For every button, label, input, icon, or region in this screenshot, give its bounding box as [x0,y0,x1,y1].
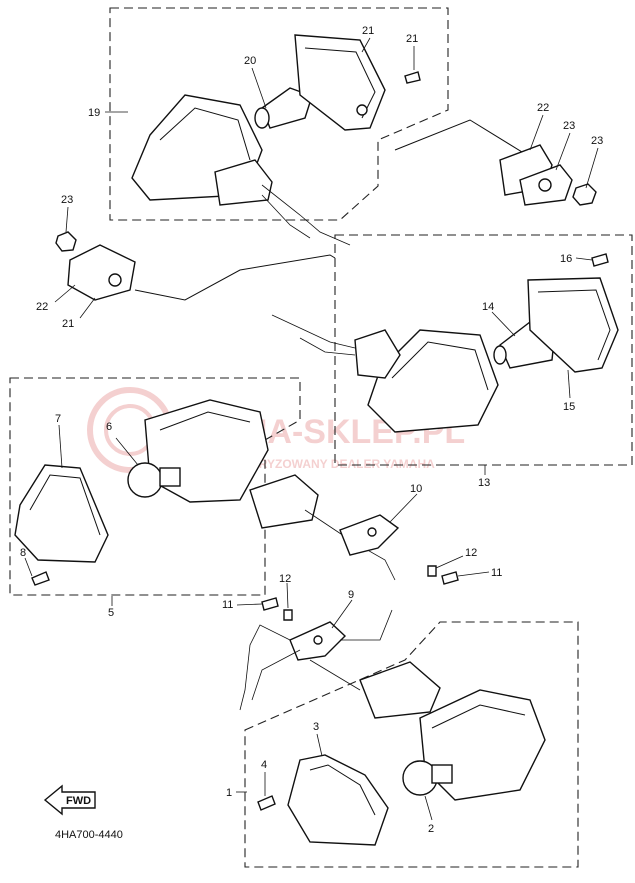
screw-16 [591,253,609,267]
callout-22-left: 22 [36,301,48,313]
lens-7 [14,464,109,563]
washer-12-left [283,609,293,621]
bracket-parts [239,514,459,711]
callout-11-left: 11 [222,599,233,611]
callout-numbers: 19 20 21 21 22 23 23 23 22 21 16 14 15 1… [20,25,603,835]
callout-19: 21 [362,25,374,37]
group-box-1 [244,621,579,868]
callout-16: 16 [560,253,572,265]
lens-3 [287,754,389,846]
callout-5: 5 [108,607,114,619]
nut-23-left [55,231,77,252]
callout-10: 10 [410,483,422,495]
callout-23-top: 23 [591,135,603,147]
callout-18: 20 [244,55,256,67]
grommet-1 [359,661,441,719]
flasher-assembly-13 [271,253,619,433]
routing-line-top [394,119,536,161]
flasher-assembly-5 [14,399,396,586]
callout-23-left: 23 [61,194,73,206]
callout-8: 8 [20,547,26,559]
screw-11-left [261,597,279,611]
flasher-assembly-1 [257,659,546,846]
mount-parts-left [55,231,136,301]
callout-4: 4 [261,759,267,771]
group-box-13 [334,234,633,466]
group-box-17 [109,7,449,221]
callout-13: 13 [478,477,490,489]
screw-8 [31,571,50,586]
fwd-arrow: FWD [43,784,96,816]
flasher-assembly-17 [131,34,421,246]
washer-12-right [427,565,437,577]
callout-20: 21 [406,33,418,45]
callout-22-top: 23 [563,120,575,132]
watermark-tagline: AUTORYZOWANY DEALER YAMAHA [225,457,435,471]
callout-9: 9 [348,589,354,601]
damper-21-left [67,244,136,301]
callout-21-top: 22 [537,102,549,114]
callout-6: 6 [106,421,112,433]
grommet-5 [249,474,319,529]
callout-12-left: 12 [279,573,291,585]
callout-15: 15 [563,401,575,413]
housing-19 [294,34,386,131]
housing-15 [527,277,619,373]
callout-1: 1 [226,787,232,799]
nut-23-top [572,183,597,206]
callout-2: 2 [428,823,434,835]
callout-3: 3 [313,721,319,733]
callout-14: 14 [482,301,494,313]
callout-11-right: 11 [491,567,502,579]
routing-line-middle [134,254,336,301]
screw-20 [404,71,421,84]
fwd-label: FWD [66,795,91,807]
grommet-13 [354,329,401,379]
diagram-code: 4HA700-4440 [55,829,123,841]
body-5 [144,399,269,503]
callout-17: 19 [88,107,100,119]
screw-4 [257,795,276,811]
bulb-6 [127,462,163,498]
fwd-arrow-icon [43,784,96,816]
callout-12-right: 12 [465,547,477,559]
callout-7: 7 [55,413,61,425]
screw-11-right [441,571,459,585]
callout-21-left: 21 [62,318,74,330]
mount-parts-top-right [499,144,597,206]
bulb-18 [261,87,313,129]
leader-lines [24,37,599,821]
